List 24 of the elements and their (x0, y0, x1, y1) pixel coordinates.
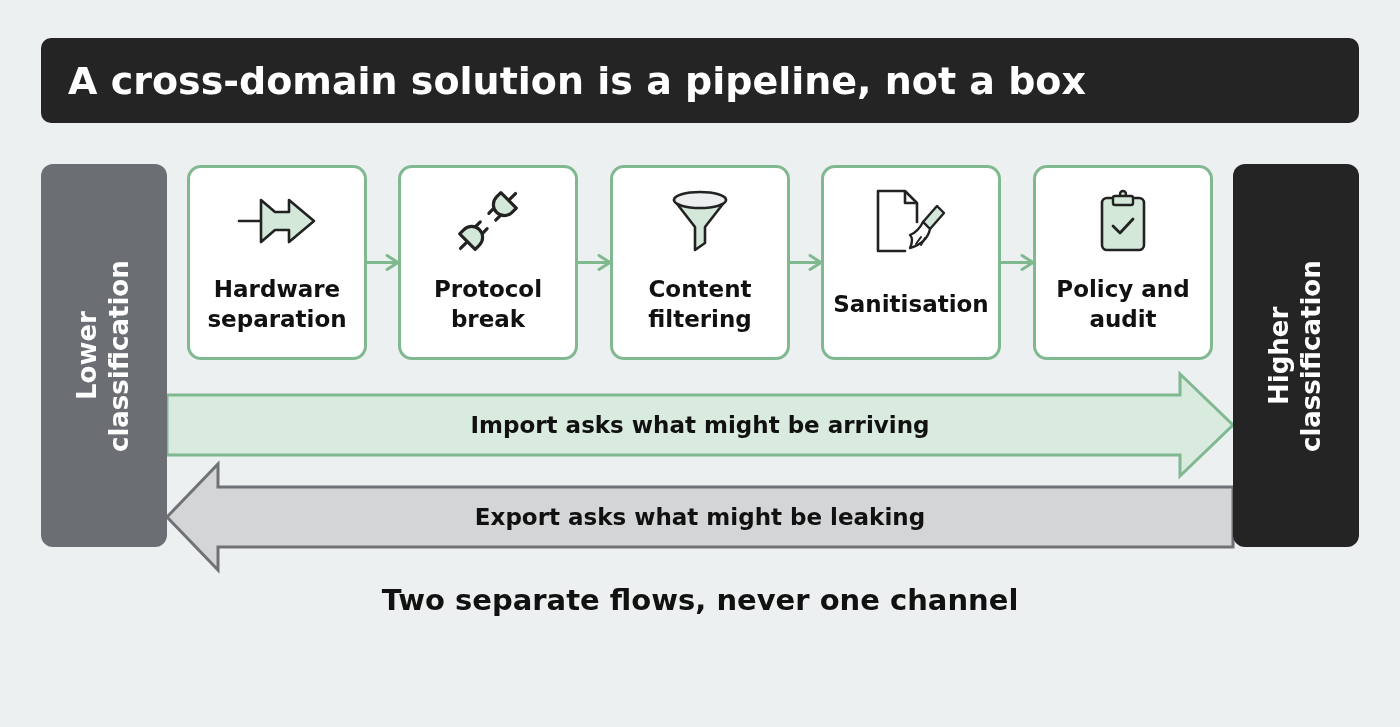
stage-label: Content filtering (647, 275, 753, 334)
arrow (1001, 254, 1035, 271)
stage-label: Hardware separation (206, 275, 348, 334)
edge-label: Import asks what might be arriving (470, 412, 930, 438)
band-label: Lower classification (72, 258, 135, 454)
stage-box (821, 165, 1001, 360)
stage-label: Policy and audit (1055, 275, 1191, 334)
classification-band (41, 164, 167, 547)
stage-label: Protocol break (432, 275, 544, 334)
band-label: Higher classification (1264, 258, 1327, 454)
stage-label: Sanitisation (833, 290, 989, 320)
stage-box (398, 165, 578, 360)
caption: Two separate flows, never one channel (381, 583, 1019, 617)
arrow (790, 254, 823, 271)
arrow (367, 254, 400, 271)
arrow (578, 254, 612, 271)
classification-band (1233, 164, 1359, 547)
block-arrow (164, 460, 1235, 574)
stage-box (187, 165, 367, 360)
stage-box (610, 165, 790, 360)
stage-box (1033, 165, 1213, 360)
title: A cross-domain solution is a pipeline, not a box (68, 58, 1086, 103)
block-arrow (165, 370, 1236, 480)
edge-label: Export asks what might be leaking (474, 504, 926, 530)
